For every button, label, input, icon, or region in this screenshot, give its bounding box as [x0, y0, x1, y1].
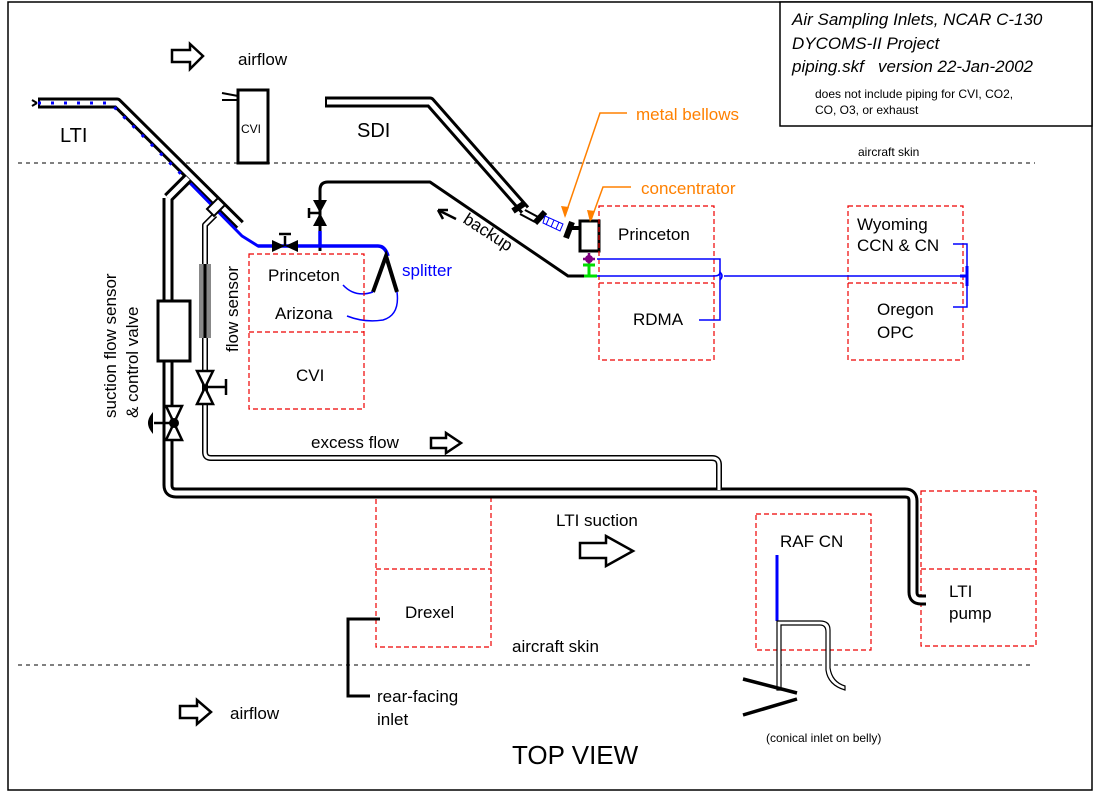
lti-suction-label: LTI suction — [556, 511, 638, 530]
conical-inlet-label: (conical inlet on belly) — [766, 731, 881, 745]
metal-bellows — [542, 215, 564, 232]
excess-flow-label: excess flow — [311, 433, 400, 452]
cvi-inlet-label: CVI — [241, 122, 261, 136]
rear-facing-inlet: rear-facing inlet — [346, 617, 458, 729]
airflow-label-bottom: airflow — [230, 704, 280, 723]
instrument-lti-pump-1: LTI — [949, 582, 972, 601]
sdi-label: SDI — [357, 120, 390, 142]
metal-bellows-label: metal bellows — [636, 105, 739, 124]
valve-horizontal — [272, 232, 298, 252]
rear-facing-label-1: rear-facing — [377, 687, 458, 706]
instrument-oregon-1: Oregon — [877, 300, 934, 319]
lti-label: LTI — [60, 125, 87, 147]
instrument-drexel: Drexel — [405, 603, 454, 622]
tee-fitting — [205, 196, 227, 218]
suction-sensor-label-2: & control valve — [123, 307, 142, 419]
arrow-right-icon — [170, 41, 205, 73]
title-block: Air Sampling Inlets, NCAR C-130 DYCOMS-I… — [779, 1, 1093, 127]
concentrator-label: concentrator — [641, 179, 736, 198]
concentrator-callout: concentrator — [587, 179, 736, 222]
backup-label: backup — [460, 209, 516, 255]
lti-dotted-sample-line — [38, 101, 190, 183]
instrument-princeton-right: Princeton — [618, 225, 690, 244]
airflow-arrow-bottom: airflow — [178, 697, 280, 727]
arrow-right-icon — [429, 430, 464, 456]
instrument-princeton-left: Princeton — [268, 266, 340, 285]
suction-line — [162, 174, 927, 606]
diagram-frame — [7, 1, 1093, 791]
excess-flow-line — [202, 212, 722, 490]
instrument-oregon-2: OPC — [877, 323, 914, 342]
distribution-lines — [597, 243, 969, 321]
instrument-cvi: CVI — [296, 366, 324, 385]
green-fitting — [582, 263, 597, 278]
instrument-arizona: Arizona — [275, 304, 333, 323]
splitter: splitter — [342, 249, 452, 322]
instrument-raf-cn: RAF CN — [780, 532, 843, 551]
splitter-label: splitter — [402, 261, 452, 280]
instrument-wyoming-2: CCN & CN — [857, 236, 939, 255]
airflow-label-top: airflow — [238, 50, 288, 69]
raf-cn-inlet: (conical inlet on belly) — [742, 555, 881, 745]
sdi-inlet: SDI — [325, 96, 580, 240]
rack-lti-pump: LTI pump — [920, 490, 1037, 647]
metal-bellows-callout: metal bellows — [561, 105, 739, 218]
airflow-arrow-top: airflow — [170, 41, 288, 73]
excess-flow-valve — [195, 369, 228, 406]
suction-sensor-label-1: suction flow sensor — [101, 273, 120, 418]
rack-princeton-rdma: Princeton RDMA — [598, 205, 715, 361]
arrow-right-icon — [578, 533, 636, 569]
cvi-inlet: CVI — [221, 88, 270, 165]
suction-flow-sensor — [156, 299, 192, 363]
rack-left: Princeton Arizona CVI — [248, 253, 365, 410]
valve-vertical-backup — [307, 200, 327, 226]
arrow-right-icon — [178, 697, 213, 727]
instrument-wyoming-1: Wyoming — [857, 215, 928, 234]
aircraft-skin-label-bottom: aircraft skin — [512, 637, 599, 656]
rack-wyoming-oregon: Wyoming CCN & CN Oregon OPC — [847, 205, 964, 361]
title-block-frame — [779, 1, 1093, 127]
title-note-1: does not include piping for CVI, CO2, — [815, 87, 1013, 101]
title-line-2: DYCOMS-II Project — [792, 34, 941, 53]
purple-fitting — [583, 253, 595, 265]
instrument-rdma: RDMA — [633, 310, 684, 329]
aircraft-skin-label-top: aircraft skin — [858, 145, 919, 159]
title-note-2: CO, O3, or exhaust — [815, 103, 919, 117]
title-line-3: piping.skf version 22-Jan-2002 — [791, 57, 1034, 76]
rack-raf-cn: RAF CN — [755, 513, 872, 651]
control-valve — [148, 404, 184, 442]
instrument-lti-pump-2: pump — [949, 604, 992, 623]
concentrator-box — [578, 219, 601, 253]
title-line-1: Air Sampling Inlets, NCAR C-130 — [791, 10, 1043, 29]
rack-drexel: Drexel — [375, 491, 492, 648]
top-view-label: TOP VIEW — [512, 740, 639, 770]
flow-sensor-label: flow sensor — [223, 266, 242, 352]
rear-facing-label-2: inlet — [377, 710, 408, 729]
lti-inlet: LTI — [31, 97, 272, 248]
